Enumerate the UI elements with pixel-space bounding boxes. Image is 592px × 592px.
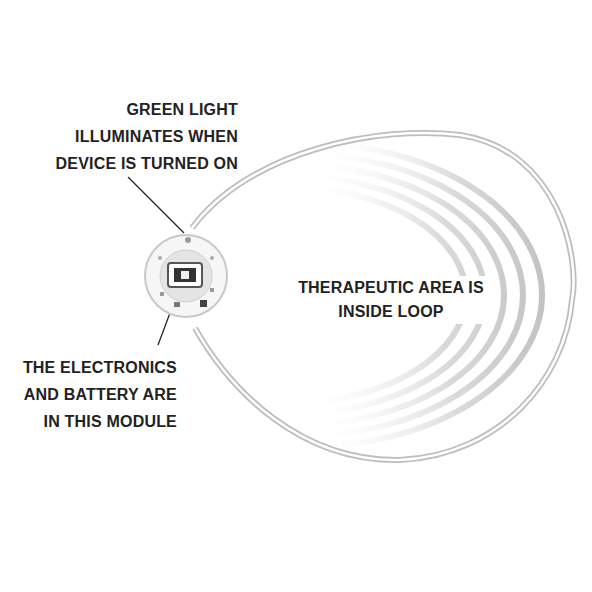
- component: [158, 256, 162, 260]
- connector-pin: [181, 271, 189, 279]
- module-inner: [160, 250, 212, 302]
- component: [210, 288, 214, 292]
- component: [174, 302, 180, 307]
- module-body: [145, 235, 227, 317]
- field-arcs: [288, 143, 542, 447]
- connector-slot: [174, 268, 196, 282]
- battery-connector: [168, 263, 202, 287]
- leader-line: [128, 177, 184, 233]
- green-light: [185, 237, 191, 243]
- callout-text: GREEN LIGHT ILLUMINATES WHEN DEVICE IS T…: [38, 96, 238, 177]
- leader-line: [158, 273, 185, 345]
- area-label: THERAPEUTIC AREA IS INSIDE LOOP: [292, 276, 490, 324]
- component: [160, 292, 164, 296]
- callout-text: THE ELECTRONICS AND BATTERY ARE IN THIS …: [5, 354, 177, 435]
- loop-wire-core: [192, 133, 574, 460]
- component: [200, 300, 207, 307]
- leader-lines: [128, 177, 185, 345]
- component: [210, 256, 214, 260]
- loop-wire: [192, 133, 574, 460]
- therapeutic-loop: THERAPEUTIC AREA IS INSIDE LOOP: [185, 128, 580, 468]
